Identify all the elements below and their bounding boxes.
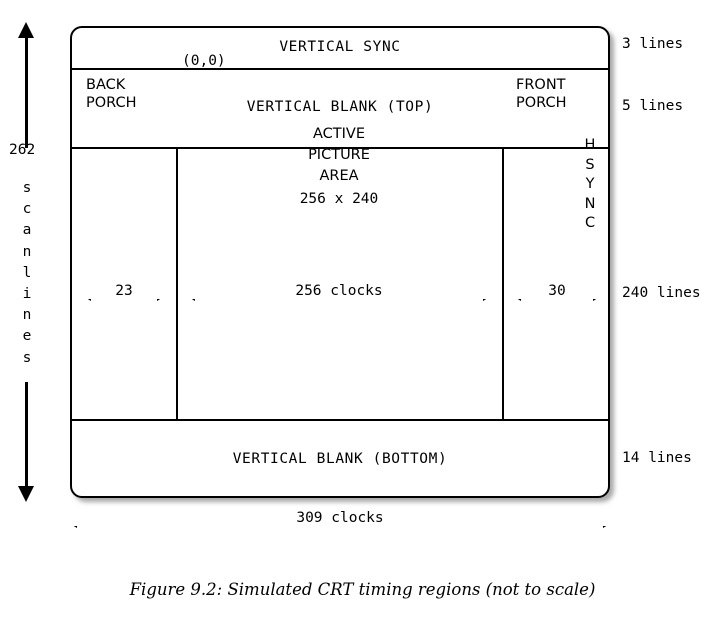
scanline-letter: n [22, 243, 32, 260]
origin-coordinate-label: (0,0) [182, 53, 226, 69]
scanline-letter: e [22, 328, 32, 345]
front-porch-label: FRONT PORCH [516, 77, 567, 111]
hsync-letter: H [584, 137, 596, 153]
back-porch-label: BACK PORCH [86, 77, 137, 111]
hsync-letter: C [584, 215, 596, 231]
crt-frame-box: VERTICAL SYNC VERTICAL BLANK (TOP) VERTI… [70, 26, 610, 498]
arrow-down-icon [18, 486, 34, 502]
front-porch-clocks-label: 30 [508, 283, 606, 299]
divider-after-vsync [72, 68, 608, 70]
total-clocks-label: 309 clocks [62, 510, 618, 526]
active-picture-clocks-label: 256 clocks [182, 283, 496, 299]
axis-line-lower [25, 382, 28, 488]
back-porch-clocks-label: 23 [78, 283, 170, 299]
total-width-measure-arrow: 309 clocks [62, 507, 618, 531]
scanline-letter: n [22, 307, 32, 324]
vertical-blank-bottom-lines-label: 14 lines [622, 450, 692, 466]
scanline-axis [18, 22, 34, 502]
divider-active-front-porch [502, 147, 504, 419]
scanline-letter: l [22, 264, 32, 281]
hsync-letter: Y [585, 176, 595, 192]
divider-after-vblank-top [72, 147, 608, 149]
vertical-sync-lines-label: 3 lines [622, 36, 684, 52]
scanline-word-label: s c a n l i n e s [17, 178, 37, 369]
scanline-letter: c [22, 201, 32, 218]
hsync-letter: S [585, 156, 595, 173]
divider-back-porch-active [176, 147, 178, 419]
back-porch-measure-arrow: 23 [78, 280, 170, 304]
active-picture-area-label: ACTIVE PICTURE AREA [308, 126, 370, 184]
front-porch-measure-arrow: 30 [508, 280, 606, 304]
scanline-letter: s [22, 180, 32, 196]
figure-caption: Figure 9.2: Simulated CRT timing regions… [129, 580, 596, 599]
divider-before-vblank-bottom [72, 419, 608, 421]
vertical-sync-label: VERTICAL SYNC [279, 39, 401, 55]
active-picture-dimensions-label: 256 x 240 [299, 191, 379, 207]
vertical-blank-top-lines-label: 5 lines [622, 98, 684, 114]
arrow-up-icon [18, 22, 34, 38]
active-picture-measure-arrow: 256 clocks [182, 280, 496, 304]
active-rows-lines-label: 240 lines [622, 285, 701, 301]
vertical-blank-bottom-label: VERTICAL BLANK (BOTTOM) [232, 451, 448, 467]
hsync-label: H S Y N C [582, 136, 598, 234]
scanline-count-label: 262 [9, 142, 36, 158]
scanline-letter: a [22, 222, 32, 239]
axis-line-upper [25, 36, 28, 148]
vertical-blank-top-label: VERTICAL BLANK (TOP) [246, 99, 434, 115]
scanline-letter: s [22, 349, 32, 366]
scanline-letter: i [22, 286, 32, 303]
hsync-letter: N [584, 195, 596, 212]
